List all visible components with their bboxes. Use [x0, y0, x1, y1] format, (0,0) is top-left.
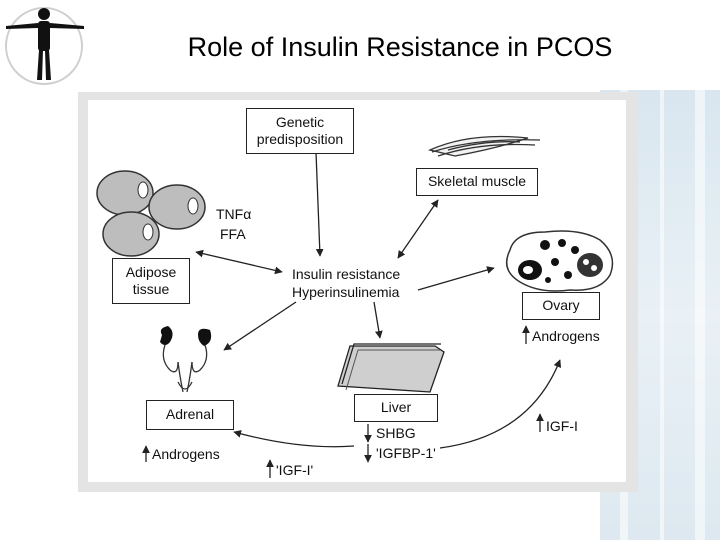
- background-stripe: [695, 90, 705, 540]
- genetic-line2: predisposition: [256, 131, 344, 147]
- ovary-label: Ovary: [542, 297, 580, 313]
- hyperinsulinemia-label: Hyperinsulinemia: [292, 284, 400, 300]
- igf-adrenal-label: 'IGF-I': [276, 462, 314, 478]
- skeletal-muscle-box: Skeletal muscle: [416, 168, 538, 196]
- arrow-center-to-ovary: [417, 266, 495, 291]
- genetic-line1: Genetic: [275, 114, 325, 130]
- liver-box: Liver: [354, 394, 438, 422]
- adipose-line1: Adipose: [125, 264, 177, 280]
- adrenal-box: Adrenal: [146, 400, 234, 430]
- adrenal-illustration: [160, 326, 212, 393]
- insulin-resistance-label: Insulin resistance: [292, 266, 401, 282]
- liver-label: Liver: [380, 399, 412, 415]
- arrow-liver-to-adrenal: [233, 430, 355, 448]
- background-stripe: [660, 90, 664, 540]
- skeletal-muscle-illustration: [427, 135, 541, 157]
- adipose-tissue-box: Adipose tissue: [112, 258, 190, 304]
- connection-arrows: [142, 151, 562, 478]
- ovary-box: Ovary: [522, 292, 600, 320]
- liver-illustration: [337, 343, 445, 393]
- genetic-predisposition-box: Genetic predisposition: [246, 108, 354, 154]
- igfbp1-label: 'IGFBP-1': [376, 445, 436, 461]
- slide-title: Role of Insulin Resistance in PCOS: [187, 32, 613, 62]
- adipose-line2: tissue: [132, 281, 170, 297]
- arrow-muscle-center: [397, 199, 439, 259]
- adipose-cells-illustration: [96, 170, 206, 257]
- skeletal-muscle-label: Skeletal muscle: [427, 173, 527, 189]
- arrow-adipose-center: [195, 249, 283, 275]
- human-figure-logo: [5, 7, 84, 85]
- ffa-label: FFA: [220, 226, 246, 242]
- arrow-liver-to-ovary: [439, 359, 562, 449]
- adrenal-label: Adrenal: [165, 406, 215, 422]
- igf-ovary-label: IGF-I: [546, 418, 578, 434]
- arrow-center-to-adrenal: [223, 301, 297, 351]
- ovary-androgens-label: Androgens: [532, 328, 600, 344]
- ovary-illustration: [505, 230, 614, 292]
- arrow-center-to-liver: [373, 301, 383, 339]
- shbg-label: SHBG: [376, 425, 416, 441]
- adrenal-androgens-label: Androgens: [152, 446, 220, 462]
- arrow-genetic-to-center: [315, 151, 324, 257]
- tnf-alpha-label: TNFα: [216, 206, 252, 222]
